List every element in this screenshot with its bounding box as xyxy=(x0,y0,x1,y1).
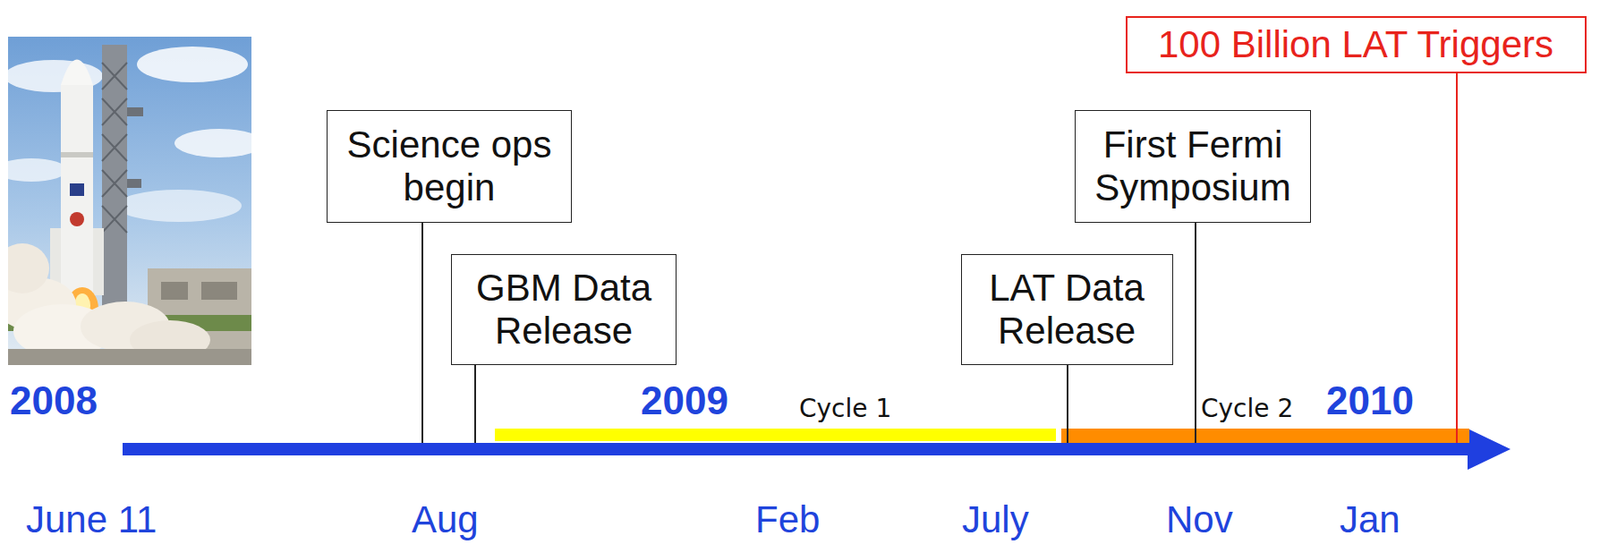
month-label: Nov xyxy=(1165,501,1234,539)
month-label: Feb xyxy=(755,501,820,539)
rocket-logo xyxy=(69,183,85,196)
milestone-callout: 100 Billion LAT Triggers xyxy=(1125,16,1587,74)
cycle-label: Cycle 2 xyxy=(1200,396,1294,422)
window xyxy=(201,281,238,300)
launch-tower xyxy=(102,44,128,332)
month-label: July xyxy=(961,501,1030,539)
rocket-band xyxy=(60,152,94,158)
leader-line xyxy=(1066,365,1069,443)
timeline-axis xyxy=(122,442,1473,456)
event-box: First Fermi Symposium xyxy=(1074,110,1311,223)
rocket-nose xyxy=(60,59,94,86)
event-text: First Fermi Symposium xyxy=(1084,123,1302,211)
year-label: 2008 xyxy=(9,381,98,421)
event-text: LAT Data Release xyxy=(970,266,1164,354)
tower-arm xyxy=(127,107,144,117)
tower-lattice xyxy=(102,62,128,233)
rocket-body xyxy=(60,85,94,296)
cycle-bar xyxy=(1061,428,1470,443)
event-text: Science ops begin xyxy=(336,123,562,211)
year-label: 2009 xyxy=(640,381,729,421)
leader-line xyxy=(421,222,424,443)
event-box: GBM Data Release xyxy=(451,254,677,366)
month-label: June 11 xyxy=(25,501,157,539)
booster xyxy=(93,228,104,296)
cloud xyxy=(116,189,242,222)
rocket-logo xyxy=(69,212,85,227)
event-box: Science ops begin xyxy=(326,110,572,223)
event-box: LAT Data Release xyxy=(961,254,1174,366)
cycle-label: Cycle 1 xyxy=(799,396,892,422)
window xyxy=(161,281,188,300)
cloud xyxy=(174,128,252,158)
year-label: 2010 xyxy=(1326,381,1414,421)
month-label: Aug xyxy=(411,501,479,539)
cloud xyxy=(136,46,248,83)
leader-line xyxy=(1455,73,1458,443)
leader-line xyxy=(1194,222,1197,443)
launch-photo xyxy=(8,36,252,366)
month-label: Jan xyxy=(1339,501,1401,539)
event-text: 100 Billion LAT Triggers xyxy=(1157,23,1554,67)
event-text: GBM Data Release xyxy=(460,266,667,354)
launch-pad xyxy=(8,348,252,366)
cycle-bar xyxy=(494,428,1056,442)
leader-line xyxy=(474,365,477,443)
smoke xyxy=(8,243,50,294)
cloud xyxy=(8,158,68,182)
tower-arm xyxy=(127,178,142,188)
timeline-arrowhead xyxy=(1467,428,1511,470)
